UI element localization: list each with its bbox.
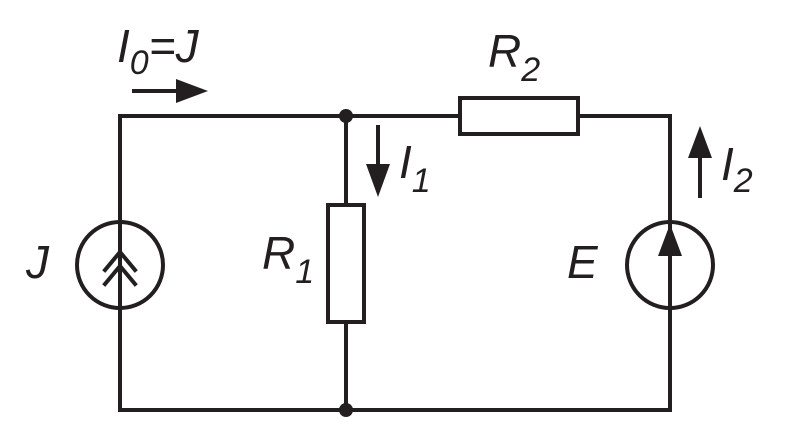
voltage-source-e xyxy=(625,220,715,310)
arrow-up-icon xyxy=(658,224,682,256)
resistor-r2 xyxy=(458,96,580,136)
junction-node-top xyxy=(339,109,353,123)
label-j: J xyxy=(25,236,50,288)
resistor-r1 xyxy=(326,203,366,324)
current-arrow-i2 xyxy=(688,126,712,198)
junction-node-bottom xyxy=(339,403,353,417)
arrow-up-icon xyxy=(688,126,712,158)
chevron-up-icon xyxy=(102,262,138,287)
arrow-right-icon xyxy=(176,79,208,103)
current-arrow-i1 xyxy=(366,125,390,197)
chevron-up-icon xyxy=(102,248,138,273)
label-i1: I1 xyxy=(399,136,431,200)
arrow-down-icon xyxy=(366,164,390,197)
current-arrow-i0 xyxy=(132,79,208,103)
current-source-j xyxy=(75,220,165,310)
wires xyxy=(118,114,672,412)
label-e: E xyxy=(567,236,599,288)
label-i2: I2 xyxy=(721,138,753,200)
label-r2: R2 xyxy=(488,25,540,89)
label-r1: R1 xyxy=(262,227,314,291)
label-i0: I0=J xyxy=(117,20,200,82)
